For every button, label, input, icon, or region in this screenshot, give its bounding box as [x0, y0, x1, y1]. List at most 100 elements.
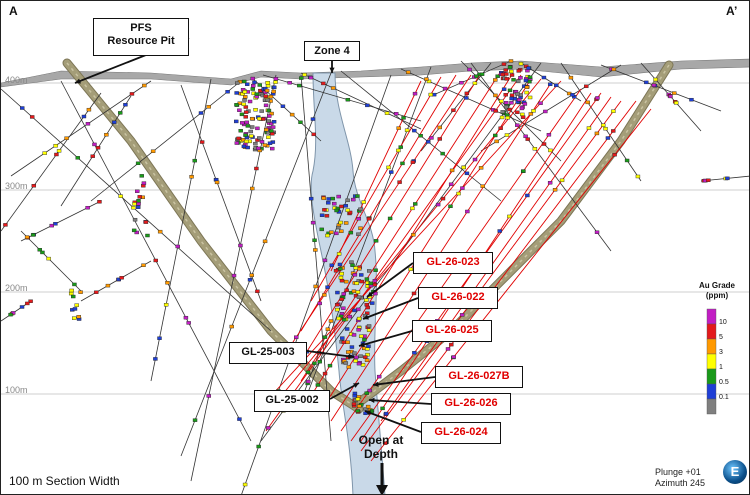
assay-marker: [239, 112, 245, 117]
assay-marker: [153, 258, 158, 263]
assay-marker: [330, 196, 335, 201]
assay-marker: [250, 84, 256, 88]
assay-marker: [157, 229, 163, 234]
assay-marker: [54, 152, 59, 157]
assay-marker: [245, 145, 250, 150]
assay-marker: [249, 116, 255, 121]
new-drill-hole: [330, 80, 422, 272]
assay-marker: [594, 230, 600, 234]
assay-marker: [410, 160, 416, 164]
assay-marker: [367, 388, 372, 393]
assay-marker: [317, 301, 322, 306]
assay-marker: [511, 78, 516, 82]
elevation-100: 100m: [5, 385, 28, 395]
assay-marker: [254, 92, 259, 96]
assay-marker: [265, 98, 270, 102]
assay-marker: [234, 119, 239, 124]
assay-marker: [352, 273, 358, 277]
assay-marker: [358, 207, 363, 212]
assay-marker: [515, 110, 520, 115]
assay-marker: [268, 94, 274, 99]
assay-marker: [541, 75, 547, 80]
assay-marker: [552, 188, 558, 192]
assay-marker: [199, 140, 205, 144]
assay-marker: [334, 231, 339, 236]
assay-marker: [64, 136, 69, 140]
assay-marker: [527, 75, 533, 79]
assay-marker: [242, 482, 248, 487]
assay-marker: [242, 79, 247, 84]
assay-marker: [363, 355, 368, 359]
assay-marker: [339, 271, 344, 276]
assay-marker: [346, 365, 352, 369]
assay-marker: [394, 112, 399, 116]
assay-marker: [270, 132, 275, 136]
assay-marker: [305, 370, 311, 375]
assay-marker: [321, 196, 326, 201]
callout-arrowhead: [359, 342, 365, 348]
assay-marker: [528, 112, 534, 116]
assay-marker: [46, 256, 51, 261]
section-end-label: A’: [726, 4, 738, 18]
assay-marker: [243, 105, 249, 109]
historic-drill-hole: [150, 78, 212, 382]
assay-marker: [175, 244, 180, 249]
assay-marker: [523, 78, 529, 83]
assay-marker: [644, 80, 649, 85]
assay-marker: [448, 204, 453, 209]
assay-marker: [313, 248, 318, 252]
assay-marker: [532, 147, 538, 151]
assay-marker: [357, 404, 362, 408]
assay-marker: [508, 69, 514, 74]
assay-marker: [499, 99, 504, 103]
assay-marker: [521, 169, 526, 173]
assay-marker: [547, 82, 553, 86]
assay-marker: [257, 116, 262, 121]
assay-marker: [319, 227, 324, 232]
assay-marker: [523, 64, 529, 68]
assay-marker: [509, 73, 515, 77]
assay-marker: [611, 67, 617, 72]
assay-marker: [612, 153, 617, 157]
assay-marker: [509, 93, 515, 97]
historic-drill-hole: [20, 230, 82, 292]
assay-marker: [263, 103, 269, 108]
assay-marker: [347, 210, 353, 215]
assay-marker: [603, 126, 608, 131]
assay-marker: [515, 92, 520, 96]
assay-marker: [503, 101, 509, 105]
assay-marker: [595, 96, 600, 100]
assay-marker: [322, 258, 328, 263]
assay-marker: [257, 136, 262, 140]
assay-marker: [234, 141, 240, 145]
assay-marker: [334, 208, 339, 213]
view-orientation: Plunge +01 Azimuth 245: [655, 467, 705, 489]
assay-marker: [472, 157, 478, 162]
assay-marker: [192, 418, 198, 422]
assay-marker: [123, 103, 128, 107]
assay-marker: [343, 361, 349, 365]
assay-marker: [264, 88, 270, 93]
assay-marker: [131, 205, 136, 210]
assay-marker: [538, 101, 543, 105]
assay-marker: [118, 111, 123, 115]
assay-marker: [504, 105, 509, 109]
assay-marker: [672, 91, 677, 95]
assay-marker: [507, 65, 513, 69]
assay-marker: [448, 182, 454, 187]
assay-marker: [280, 104, 286, 108]
assay-marker: [3, 223, 8, 227]
assay-marker: [31, 184, 37, 188]
assay-marker: [356, 307, 361, 312]
assay-marker: [518, 61, 524, 66]
legend-label: 0.1: [719, 394, 729, 401]
assay-marker: [297, 83, 302, 88]
callout-pointer: [362, 297, 419, 320]
assay-marker: [505, 115, 510, 120]
assay-marker: [368, 281, 374, 286]
assay-marker: [339, 278, 345, 283]
assay-marker: [72, 307, 78, 311]
assay-marker: [411, 233, 416, 237]
assay-marker: [259, 109, 264, 113]
assay-marker: [229, 324, 234, 329]
